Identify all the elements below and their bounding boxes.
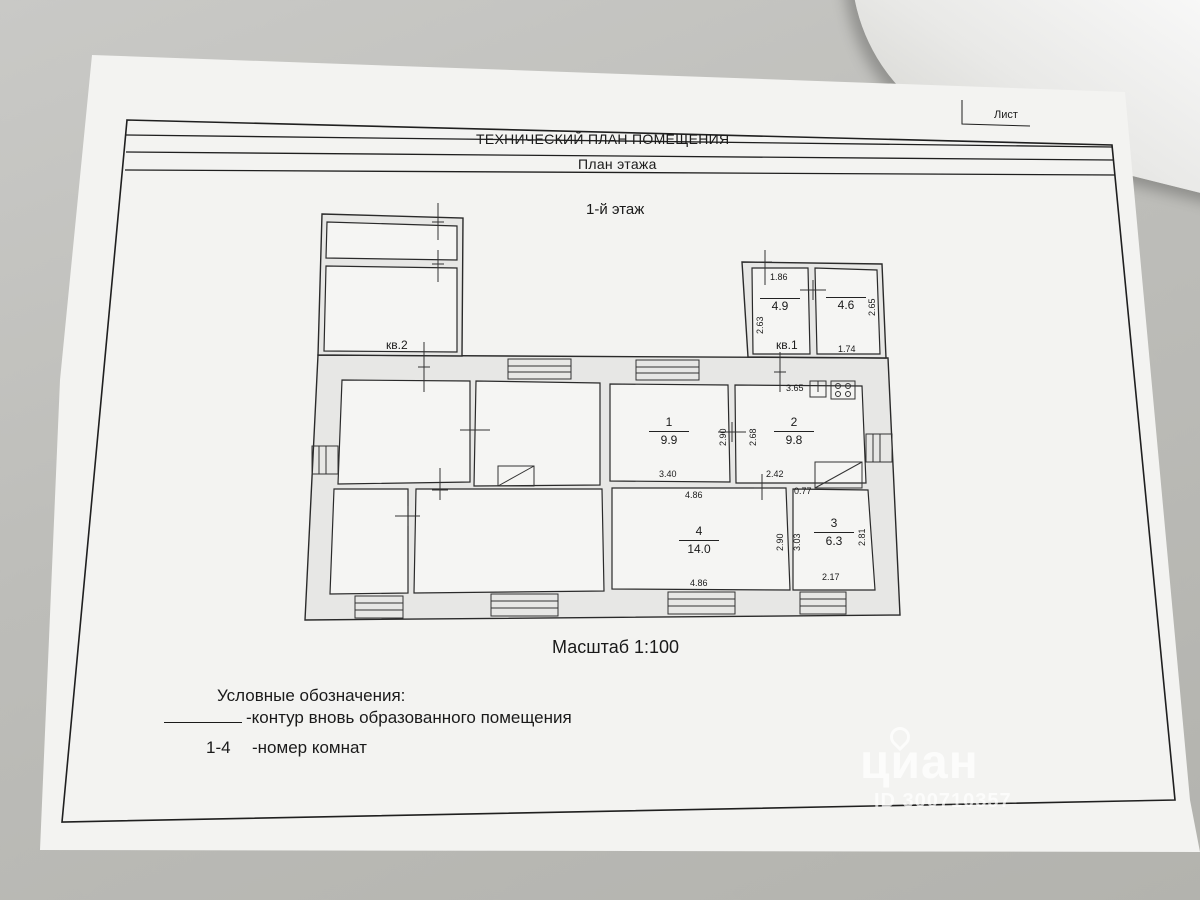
dim-2-17: 2.17: [822, 572, 840, 582]
dim-3-40: 3.40: [659, 469, 677, 479]
dim-1-86: 1.86: [770, 272, 788, 282]
dim-3-65: 3.65: [786, 383, 804, 393]
dim-2-90-a: 2.90: [718, 428, 728, 446]
dim-2-68: 2.68: [748, 428, 758, 446]
dim-2-65: 2.65: [867, 298, 877, 316]
legend-number-key: 1-4: [206, 738, 231, 757]
paper-sheet: [40, 55, 1200, 852]
room-2-area: 9.8: [774, 431, 814, 447]
scale-label: Масштаб 1:100: [552, 637, 680, 657]
room-4-6-area: 4.6: [826, 297, 866, 312]
outer-frame: [61, 119, 1176, 823]
watermark-logo: циан: [860, 736, 979, 789]
dim-4-86-bottom: 4.86: [690, 578, 708, 588]
watermark-id: ID 300710357: [874, 790, 1012, 812]
room-left-bottom-a: [329, 488, 409, 595]
document-title: ТЕХНИЧЕСКИЙ ПЛАН ПОМЕЩЕНИЯ: [476, 131, 730, 147]
room-4-area: 14.0: [679, 540, 719, 556]
door-marks: [395, 203, 826, 526]
sheet-label: Лист: [994, 109, 1018, 121]
room-1-number: 1: [665, 415, 673, 429]
stove-symbol: [809, 380, 856, 400]
dim-2-63: 2.63: [755, 316, 765, 334]
room-left-bottom-b: [413, 488, 605, 594]
dim-0-77: 0.77: [794, 486, 812, 496]
room-3-area: 6.3: [814, 532, 854, 548]
legend-number-description: -номер комнат: [252, 738, 367, 757]
dim-2-81: 2.81: [857, 528, 867, 546]
room-left-top-a: [337, 379, 471, 485]
apartment-2-label: кв.2: [386, 338, 408, 352]
stair-symbol: [497, 465, 535, 487]
room-4-number: 4: [695, 524, 703, 538]
document-subtitle: План этажа: [578, 156, 657, 172]
room-4: [611, 487, 791, 591]
stair-symbol-room-2: [814, 461, 863, 489]
legend-line-sample: [164, 722, 242, 723]
legend-title: Условные обозначения:: [217, 686, 406, 705]
room-4-9-area: 4.9: [760, 298, 800, 313]
room-3-number: 3: [830, 516, 838, 530]
apartment-1-label: кв.1: [776, 338, 798, 352]
watermark: циан ID 300710357: [860, 722, 1012, 813]
floor-label: 1-й этаж: [586, 201, 645, 218]
legend-line-description: -контур вновь образованного помещения: [246, 708, 572, 727]
dim-4-86-top: 4.86: [685, 490, 703, 500]
extension-room-upper: [325, 221, 458, 261]
dim-2-42: 2.42: [766, 469, 784, 479]
dim-2-90-b: 2.90: [775, 533, 785, 551]
room-left-top-b: [473, 380, 601, 487]
curled-page-corner: [813, 0, 1200, 198]
dim-3-03: 3.03: [792, 533, 802, 551]
extension-kv2: [317, 213, 464, 357]
dim-1-74: 1.74: [838, 344, 856, 354]
room-1-area: 9.9: [649, 431, 689, 447]
room-2-number: 2: [790, 415, 798, 429]
